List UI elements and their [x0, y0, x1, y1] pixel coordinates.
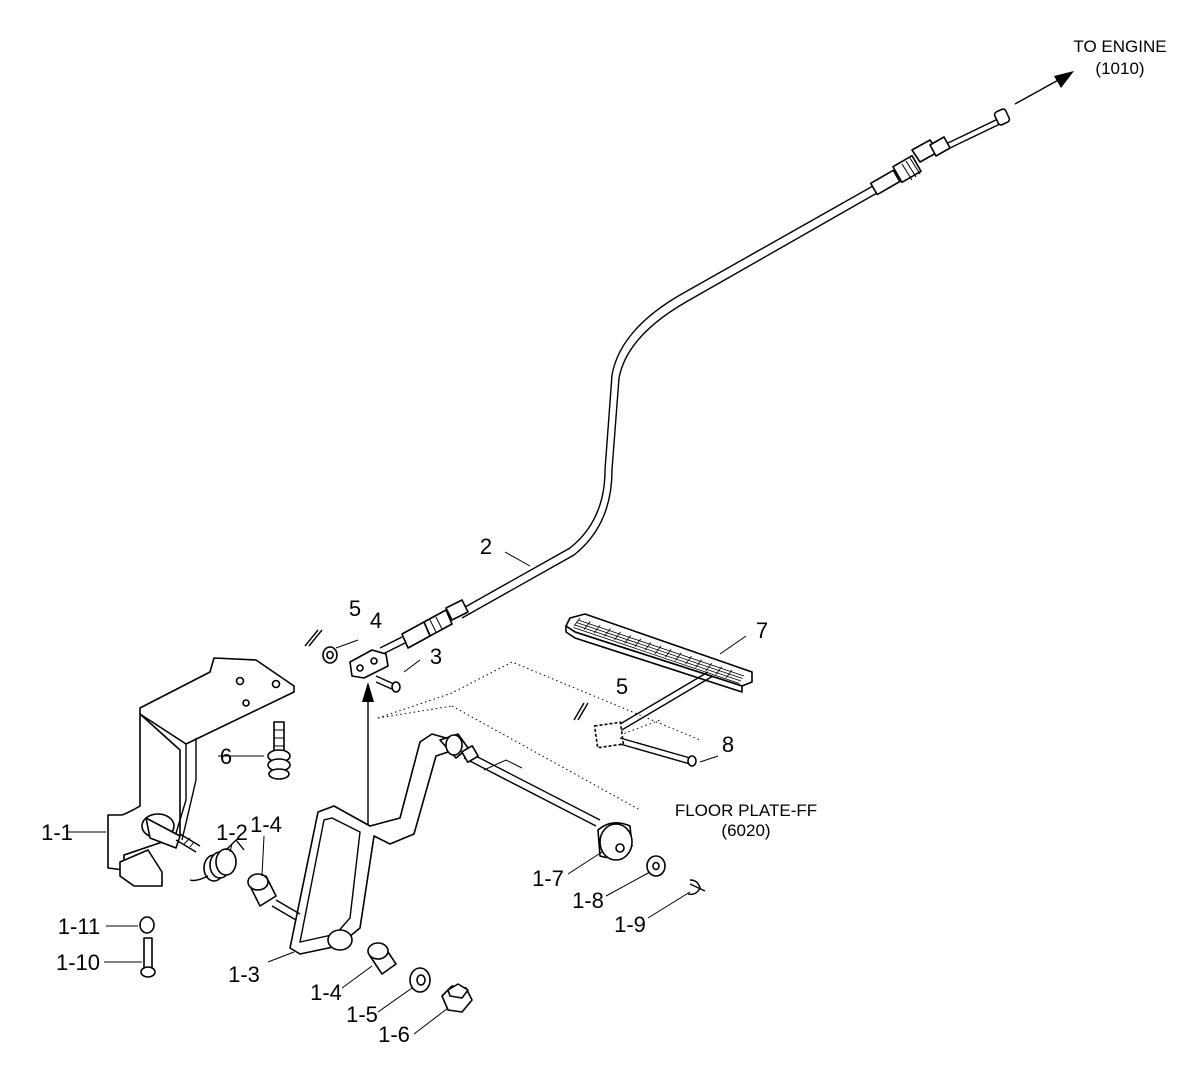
- pedal-cotter-pin: [573, 702, 589, 721]
- cable-clevis: [349, 649, 389, 679]
- callout-1-5: 1-5: [346, 1002, 378, 1027]
- callout-1-6: 1-6: [378, 1022, 410, 1047]
- stopper-clip: [687, 879, 706, 896]
- callout-1-10: 1-10: [56, 950, 100, 975]
- assembly-arrow: [362, 682, 374, 830]
- lower-washer: [409, 967, 431, 993]
- bracket-bolt: [140, 937, 156, 978]
- callout-7: 7: [756, 618, 768, 643]
- callout-4: 4: [370, 608, 382, 633]
- callout-1-4-upper: 1-4: [250, 812, 282, 837]
- pedal-arm: [289, 733, 469, 955]
- pedal-pad: [565, 613, 753, 693]
- pedal-pad-tread: [573, 617, 745, 684]
- pedal-rod: [593, 671, 714, 749]
- arm-pivot-shaft: [271, 899, 301, 921]
- clevis-washer: [322, 646, 338, 664]
- upper-bushing: [247, 873, 277, 907]
- callout-2: 2: [480, 534, 492, 559]
- return-spring: [189, 838, 245, 882]
- cable-upper-fittings: [869, 108, 1011, 196]
- callout-3: 3: [430, 644, 442, 669]
- stopper-washer: [646, 855, 666, 877]
- callout-1-9: 1-9: [614, 912, 646, 937]
- bracket-stud: [175, 833, 201, 853]
- cable-lower-fittings: [379, 599, 469, 655]
- callout-1-11: 1-11: [58, 914, 100, 939]
- clevis-pin: [375, 675, 401, 693]
- floor-plate-ref: (6020): [721, 821, 770, 840]
- callout-5-lower: 5: [616, 674, 628, 699]
- bracket-nut: [139, 916, 155, 934]
- callout-6: 6: [220, 744, 232, 769]
- callout-1-4-lower: 1-4: [310, 980, 342, 1005]
- rubber-stopper: [597, 822, 633, 861]
- callout-8: 8: [722, 732, 734, 757]
- lock-nut: [441, 983, 473, 1013]
- callout-1-7: 1-7: [532, 866, 564, 891]
- to-engine-ref: (1010): [1095, 59, 1144, 78]
- pedal-bracket: [107, 657, 295, 887]
- mounting-bolt: [267, 721, 291, 780]
- callout-1-1: 1-1: [41, 820, 73, 845]
- callout-leaders: [66, 551, 747, 1035]
- callout-5-upper: 5: [349, 596, 361, 621]
- callout-1-8: 1-8: [572, 888, 604, 913]
- pedal-pin: [619, 737, 697, 767]
- floor-plate-label: FLOOR PLATE-FF: [675, 801, 817, 820]
- callout-1-3: 1-3: [228, 962, 260, 987]
- throttle-cable: [379, 71, 1074, 655]
- to-engine-label: TO ENGINE: [1073, 37, 1166, 56]
- floor-plate-outline: [377, 661, 701, 811]
- clevis-cotter-pin: [304, 629, 323, 647]
- callout-1-2: 1-2: [216, 820, 248, 845]
- arm-rod: [461, 745, 601, 827]
- to-engine-arrow: [1014, 71, 1074, 105]
- lower-bushing: [367, 942, 397, 975]
